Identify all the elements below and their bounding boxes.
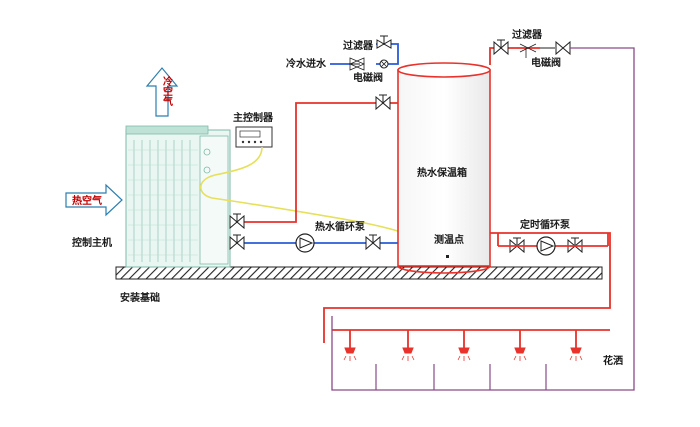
shower-heads bbox=[343, 347, 583, 361]
cold-inlet-assembly bbox=[348, 35, 392, 71]
hot-water-tank bbox=[397, 62, 491, 274]
hot-water-pump bbox=[295, 233, 315, 253]
hot-air-label: 热空气 bbox=[72, 194, 102, 207]
install-base bbox=[115, 266, 603, 280]
shower-head bbox=[513, 347, 527, 361]
temp-point-label: 测温点 bbox=[434, 233, 464, 246]
shower-label: 花洒 bbox=[603, 354, 623, 367]
shower-head bbox=[343, 347, 357, 361]
main-controller-label: 主控制器 bbox=[233, 111, 274, 124]
temp-sensor-dot bbox=[446, 255, 449, 258]
solenoid-top-label: 电磁阀 bbox=[353, 71, 383, 84]
timed-pump-label: 定时循环泵 bbox=[520, 218, 571, 231]
cold-air-arrow: 冷空气 bbox=[145, 67, 179, 117]
heat-pump-unit bbox=[125, 125, 231, 268]
hot-pipes bbox=[232, 47, 611, 348]
main-controller bbox=[235, 126, 273, 148]
shower-head bbox=[457, 347, 471, 361]
filter-right-label: 过滤器 bbox=[512, 28, 543, 41]
valves bbox=[229, 94, 583, 254]
shower-return-lines bbox=[375, 364, 547, 390]
cold-water-in-label: 冷水进水 bbox=[286, 57, 327, 70]
solenoid-right-label: 电磁阀 bbox=[531, 56, 561, 69]
hot-pump-label: 热水循环泵 bbox=[315, 220, 366, 233]
filter-top-label: 过滤器 bbox=[343, 39, 374, 52]
sensor-wire bbox=[199, 146, 447, 253]
install-base-label: 安装基础 bbox=[120, 291, 160, 304]
right-inlet-assembly bbox=[493, 39, 598, 58]
return-loop bbox=[331, 47, 635, 391]
cold-air-label: 冷空气 bbox=[161, 75, 174, 107]
shower-head bbox=[401, 347, 415, 361]
hot-air-arrow: 热空气 bbox=[65, 183, 123, 217]
control-unit-label: 控制主机 bbox=[72, 236, 112, 249]
tank-label: 热水保温箱 bbox=[417, 166, 467, 179]
timed-pump bbox=[536, 236, 556, 256]
shower-head bbox=[569, 347, 583, 361]
